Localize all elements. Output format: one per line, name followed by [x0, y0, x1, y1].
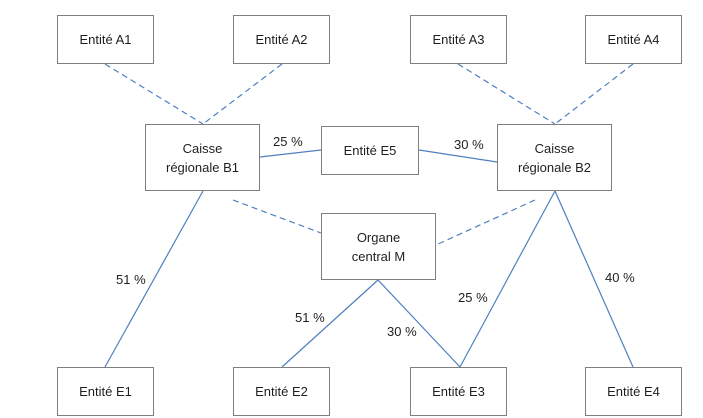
node-entite-e1: Entité E1	[57, 367, 154, 416]
connector-a2-b1	[202, 63, 283, 125]
connector-m-e2	[281, 279, 379, 368]
connector-m-e3	[377, 279, 461, 368]
node-label-line2: régionale B1	[166, 159, 239, 175]
connector-a4-b2	[554, 63, 634, 125]
node-label-line1: Organe	[356, 229, 401, 245]
percentage-b1-e5: 25 %	[273, 134, 303, 149]
percentage-m-e3: 30 %	[387, 324, 417, 339]
node-entite-e4: Entité E4	[585, 367, 682, 416]
connector-b2-m	[435, 199, 536, 246]
connector-b2-e4	[554, 190, 634, 368]
node-entite-a3: Entité A3	[410, 15, 507, 64]
percentage-b2-e4: 40 %	[605, 270, 635, 285]
node-entite-e5: Entité E5	[321, 126, 419, 175]
connector-a3-b2	[457, 63, 556, 125]
node-label: Entité A3	[432, 32, 485, 47]
node-entite-e3: Entité E3	[410, 367, 507, 416]
node-label: Entité E3	[432, 384, 485, 399]
connector-e5-b2	[418, 149, 498, 163]
node-label: Entité E4	[607, 384, 660, 399]
node-entite-e2: Entité E2	[233, 367, 330, 416]
node-label: Entité A1	[79, 32, 132, 47]
percentage-b2-e3: 25 %	[458, 290, 488, 305]
node-entite-a2: Entité A2	[233, 15, 330, 64]
node-label-line1: Caisse	[182, 140, 223, 156]
node-label: Entité A2	[255, 32, 308, 47]
node-label-line2: régionale B2	[518, 159, 591, 175]
connector-b1-e5	[259, 149, 322, 158]
node-label: Entité E1	[79, 384, 132, 399]
node-organe-central-m: Organe central M	[321, 213, 436, 280]
connector-a1-b1	[104, 63, 204, 125]
node-label: Entité A4	[607, 32, 660, 47]
percentage-b2-e5: 30 %	[454, 137, 484, 152]
connector-b2-e3	[459, 190, 556, 368]
node-label-line2: central M	[351, 248, 406, 264]
node-caisse-regionale-b1: Caisse régionale B1	[145, 124, 260, 191]
connector-b1-e1	[104, 190, 204, 368]
node-entite-a4: Entité A4	[585, 15, 682, 64]
node-label: Entité E5	[343, 143, 397, 158]
percentage-b1-e1: 51 %	[116, 272, 146, 287]
node-label-line1: Caisse	[534, 140, 575, 156]
percentage-m-e2: 51 %	[295, 310, 325, 325]
node-entite-a1: Entité A1	[57, 15, 154, 64]
node-label: Entité E2	[255, 384, 308, 399]
node-caisse-regionale-b2: Caisse régionale B2	[497, 124, 612, 191]
connector-b1-m	[232, 199, 322, 234]
